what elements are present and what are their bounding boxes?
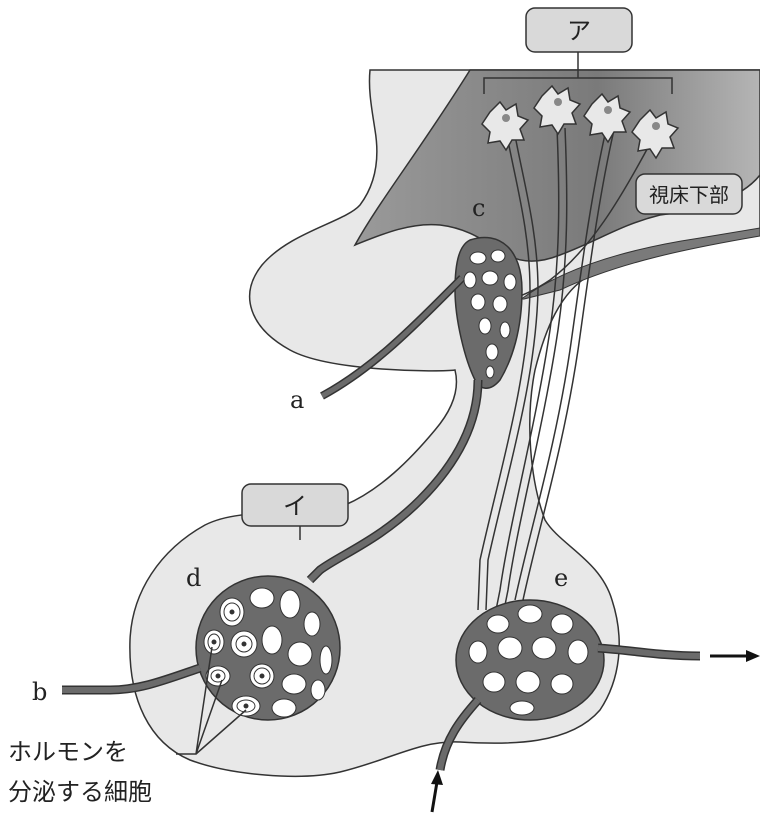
secreting-cells-label-line1: ホルモンを	[8, 738, 128, 766]
svg-text:イ: イ	[283, 492, 307, 520]
outflow-arrow	[710, 650, 760, 662]
label-e: e	[554, 564, 568, 592]
svg-text:視床下部: 視床下部	[649, 183, 729, 207]
label-b: b	[32, 678, 47, 706]
label-box-a: ア	[526, 8, 632, 52]
secondary-capillary-plexus-d	[196, 576, 340, 720]
svg-text:ア: ア	[567, 17, 591, 45]
label-d: d	[186, 564, 201, 592]
label-c: c	[472, 194, 485, 222]
secreting-cells-label-line2: 分泌する細胞	[8, 778, 152, 806]
inflow-arrow	[431, 770, 443, 812]
label-a: a	[290, 386, 304, 414]
label-box-hypothalamus: 視床下部	[636, 174, 742, 214]
